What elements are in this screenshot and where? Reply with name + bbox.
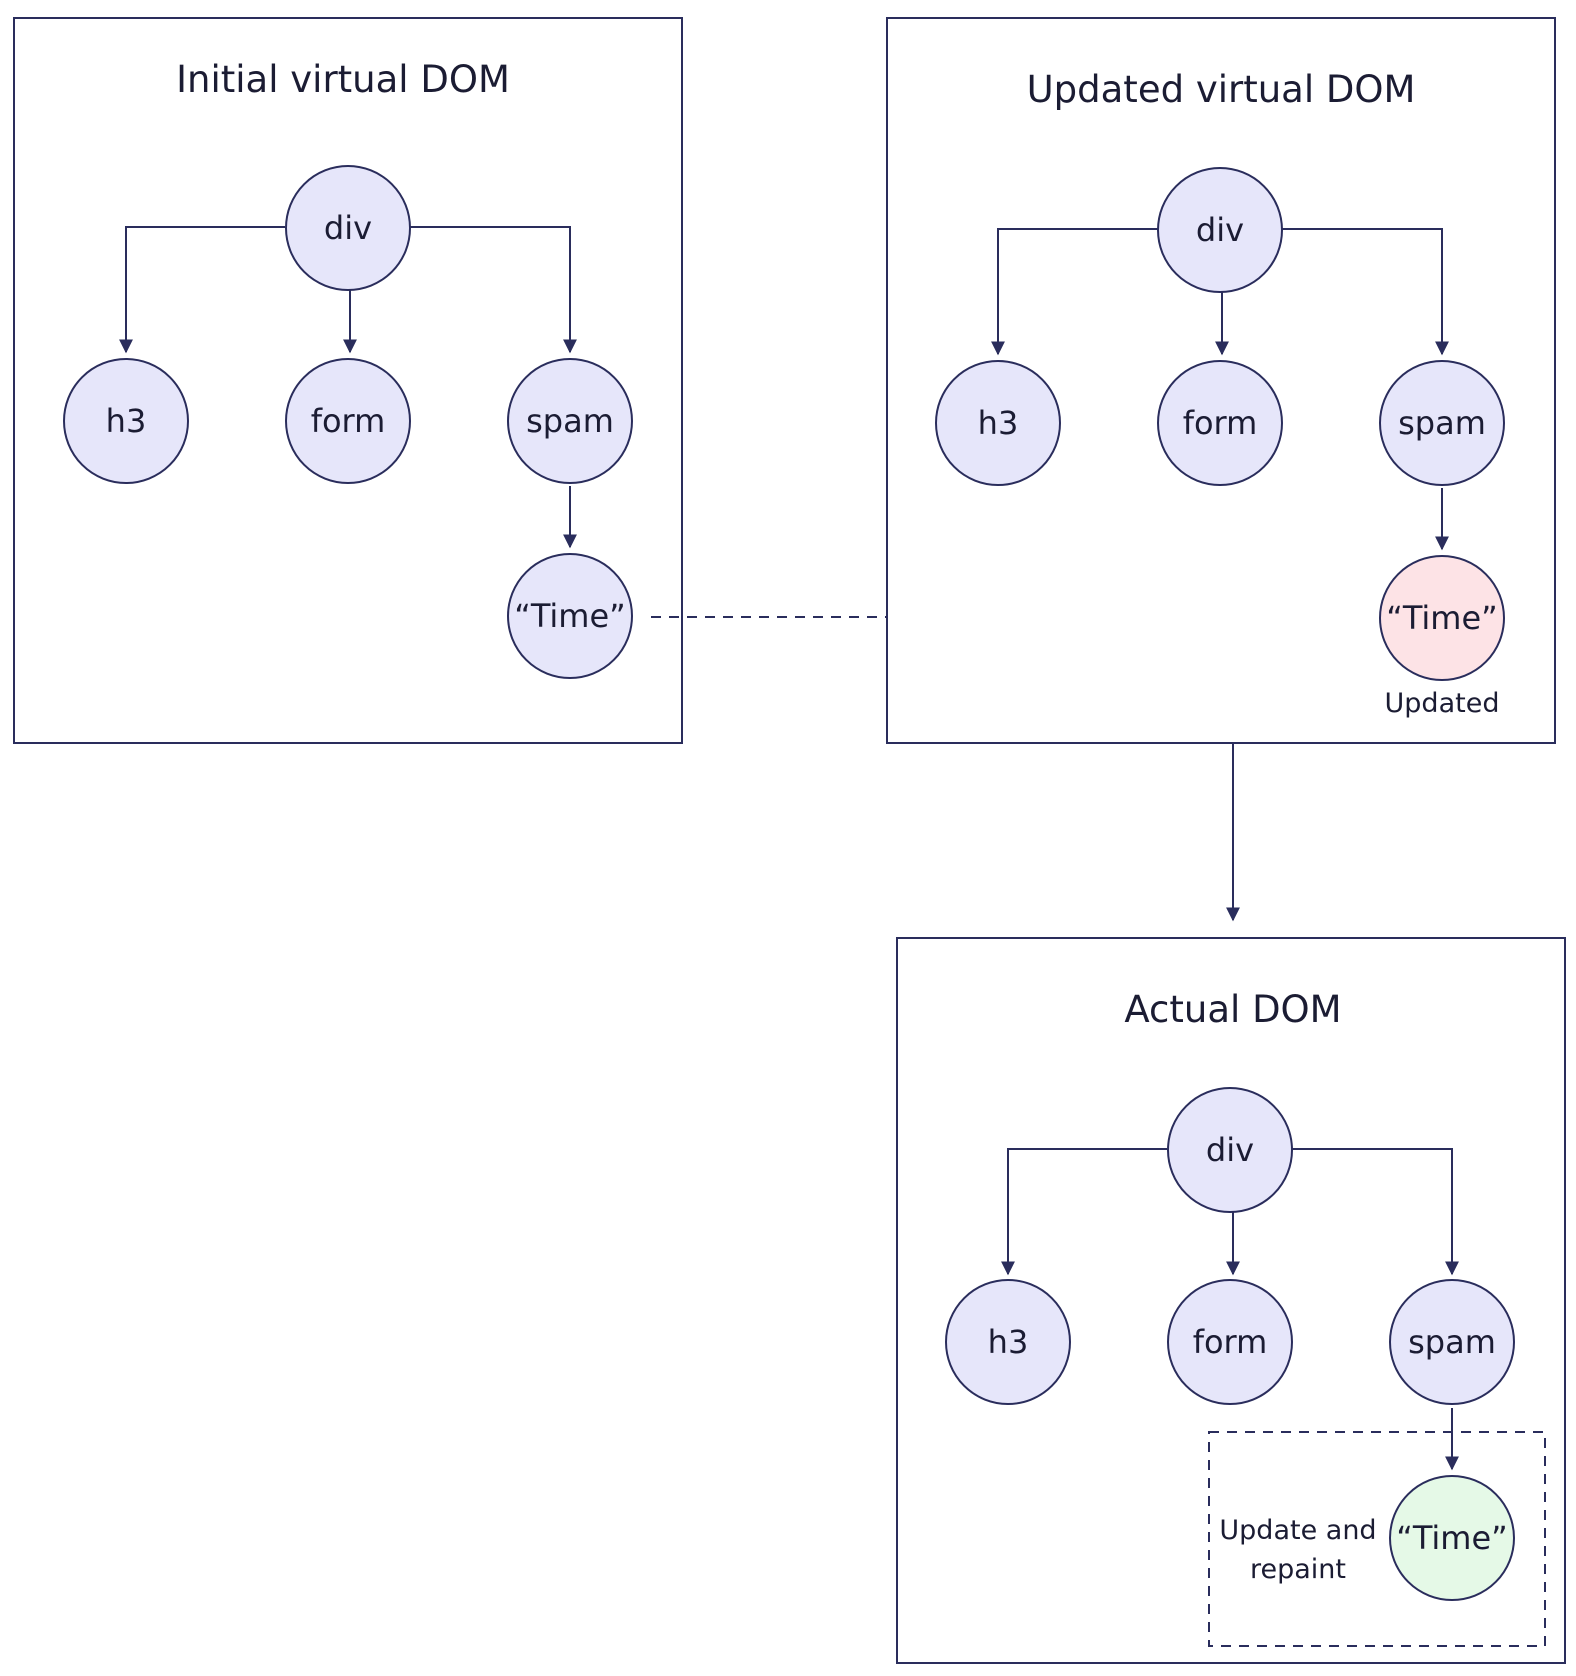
initial-node-spam-label: spam — [526, 402, 614, 440]
updated-node-div: div — [1157, 167, 1283, 293]
initial-edge-div-h3 — [119, 226, 285, 354]
updated-virtual-dom-panel: Updated virtual DOM div h3 form spam “Ti… — [886, 17, 1556, 744]
actual-edge-div-h3 — [1001, 1148, 1167, 1276]
actual-node-time: “Time” — [1389, 1475, 1515, 1601]
repaint-note-line-2: repaint — [1250, 1554, 1346, 1585]
actual-node-spam: spam — [1389, 1279, 1515, 1405]
updated-node-spam-label: spam — [1398, 404, 1486, 442]
repaint-note-line-1: Update and — [1219, 1515, 1376, 1546]
repaint-highlight-box — [1208, 1431, 1546, 1647]
actual-node-time-label: “Time” — [1396, 1519, 1507, 1557]
actual-node-div-label: div — [1206, 1131, 1254, 1169]
actual-panel-title: Actual DOM — [1124, 988, 1341, 1031]
actual-node-form-label: form — [1193, 1323, 1268, 1361]
updated-node-h3-label: h3 — [978, 404, 1019, 442]
actual-dom-panel: Actual DOM div h3 form spam “Time” Updat… — [896, 937, 1566, 1664]
initial-panel-title: Initial virtual DOM — [176, 58, 510, 101]
initial-node-spam: spam — [507, 358, 633, 484]
actual-node-div: div — [1167, 1087, 1293, 1213]
actual-node-spam-label: spam — [1408, 1323, 1496, 1361]
initial-node-form: form — [285, 358, 411, 484]
initial-node-div-label: div — [324, 209, 372, 247]
updated-node-time: “Time” — [1379, 555, 1505, 681]
initial-node-time-label: “Time” — [514, 597, 625, 635]
updated-node-form: form — [1157, 360, 1283, 486]
initial-node-h3-label: h3 — [106, 402, 147, 440]
updated-node-h3: h3 — [935, 360, 1061, 486]
initial-node-h3: h3 — [63, 358, 189, 484]
initial-node-time: “Time” — [507, 553, 633, 679]
updated-leaf-caption: Updated — [1385, 688, 1500, 719]
initial-node-form-label: form — [311, 402, 386, 440]
initial-virtual-dom-panel: Initial virtual DOM div h3 form spam “Ti… — [13, 17, 683, 744]
actual-node-h3: h3 — [945, 1279, 1071, 1405]
initial-node-div: div — [285, 165, 411, 291]
updated-node-form-label: form — [1183, 404, 1258, 442]
actual-node-h3-label: h3 — [988, 1323, 1029, 1361]
initial-edge-div-spam — [410, 226, 577, 354]
updated-edge-div-spam — [1282, 228, 1449, 356]
updated-node-time-label: “Time” — [1386, 599, 1497, 637]
actual-edge-div-spam — [1292, 1148, 1459, 1276]
updated-edge-div-h3 — [991, 228, 1158, 356]
actual-node-form: form — [1167, 1279, 1293, 1405]
updated-node-div-label: div — [1196, 211, 1244, 249]
updated-panel-title: Updated virtual DOM — [1027, 68, 1416, 111]
updated-node-spam: spam — [1379, 360, 1505, 486]
